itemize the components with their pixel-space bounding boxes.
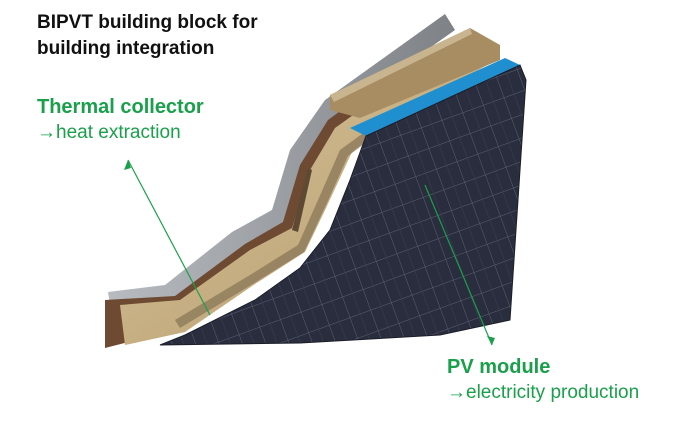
pv-module bbox=[159, 64, 527, 346]
diagram-title: BIPVT building block for building integr… bbox=[37, 10, 337, 62]
pv-module-detail: →electricity production bbox=[447, 382, 640, 403]
pv-pointer-head bbox=[487, 336, 495, 345]
collector-pipe bbox=[292, 168, 312, 232]
thermal-pointer-line bbox=[127, 159, 211, 316]
pv-pointer-line bbox=[424, 184, 493, 346]
pv-module-heading: PV module bbox=[447, 356, 551, 378]
thermal-pointer-head bbox=[124, 160, 131, 170]
top-cap bbox=[330, 28, 500, 118]
title-line-2: building integration bbox=[37, 38, 215, 59]
title-line-1: BIPVT building block for bbox=[37, 12, 258, 33]
thermal-collector-label: Thermal collector →heat extraction bbox=[37, 94, 204, 146]
top-cap-edge bbox=[330, 28, 472, 102]
insulation-layer bbox=[120, 58, 500, 345]
pv-module-label: PV module →electricity production bbox=[447, 354, 639, 406]
thermal-collector-heading: Thermal collector bbox=[37, 96, 204, 118]
thermal-collector-detail: →heat extraction bbox=[37, 122, 181, 143]
blue-film bbox=[350, 58, 520, 136]
